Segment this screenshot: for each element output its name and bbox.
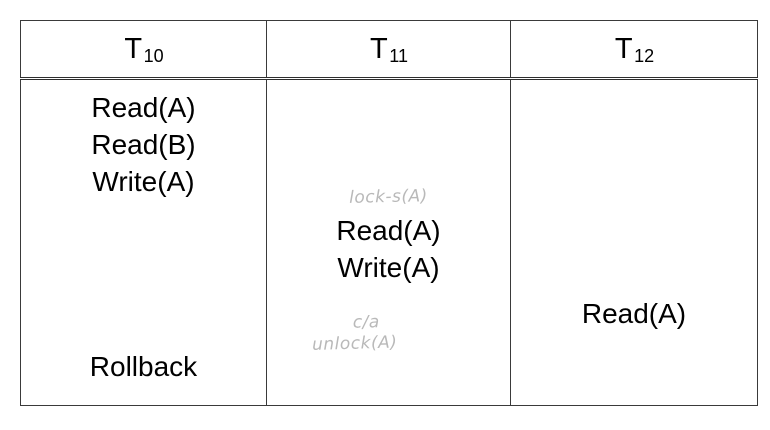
table-header-row: T10 T11 T12 xyxy=(20,20,758,80)
handwritten-annotation-unlock: c/a unlock(A) xyxy=(267,309,511,356)
cell-t11-operations: lock-s(A) Read(A) Write(A) c/a unlock(A) xyxy=(266,78,511,406)
transaction-subscript: 12 xyxy=(634,45,655,66)
operation-write-a: Write(A) xyxy=(337,252,440,283)
operation-read-a: Read(A) xyxy=(91,92,196,123)
column-header-t10: T10 xyxy=(20,20,267,80)
transaction-label-t11: T11 xyxy=(370,32,408,66)
column-header-t11: T11 xyxy=(266,20,511,80)
transaction-subscript: 10 xyxy=(143,45,164,66)
table-row: Read(A) Read(B) Write(A) Rollback lock-s… xyxy=(20,78,758,406)
t10-operation-group-top: Read(A) Read(B) Write(A) xyxy=(21,89,266,200)
operation-rollback: Rollback xyxy=(89,351,198,382)
transaction-letter: T xyxy=(614,32,634,65)
t10-operation-group-bottom: Rollback xyxy=(21,348,266,385)
transaction-label-t12: T12 xyxy=(614,32,655,66)
column-header-t12: T12 xyxy=(510,20,758,80)
cell-t12-operations: Read(A) xyxy=(510,78,758,406)
operation-write-a: Write(A) xyxy=(92,166,195,197)
transaction-subscript: 11 xyxy=(389,45,408,66)
transaction-letter: T xyxy=(124,32,143,65)
t11-operation-group: Read(A) Write(A) xyxy=(267,212,510,286)
cell-t10-operations: Read(A) Read(B) Write(A) Rollback xyxy=(20,78,267,406)
operation-read-a: Read(A) xyxy=(336,215,441,246)
operation-read-b: Read(B) xyxy=(91,129,196,160)
handwritten-annotation-lock-s: lock-s(A) xyxy=(348,186,429,208)
transaction-schedule-table: T10 T11 T12 Read(A) Read(B) Write(A) Rol… xyxy=(20,20,758,406)
transaction-letter: T xyxy=(370,32,389,65)
annotation-line-unlock: unlock(A) xyxy=(311,332,398,355)
operation-read-a: Read(A) xyxy=(581,298,687,329)
transaction-label-t10: T10 xyxy=(124,32,164,66)
table-body: Read(A) Read(B) Write(A) Rollback lock-s… xyxy=(20,78,758,406)
t12-operation-group: Read(A) xyxy=(511,295,757,332)
